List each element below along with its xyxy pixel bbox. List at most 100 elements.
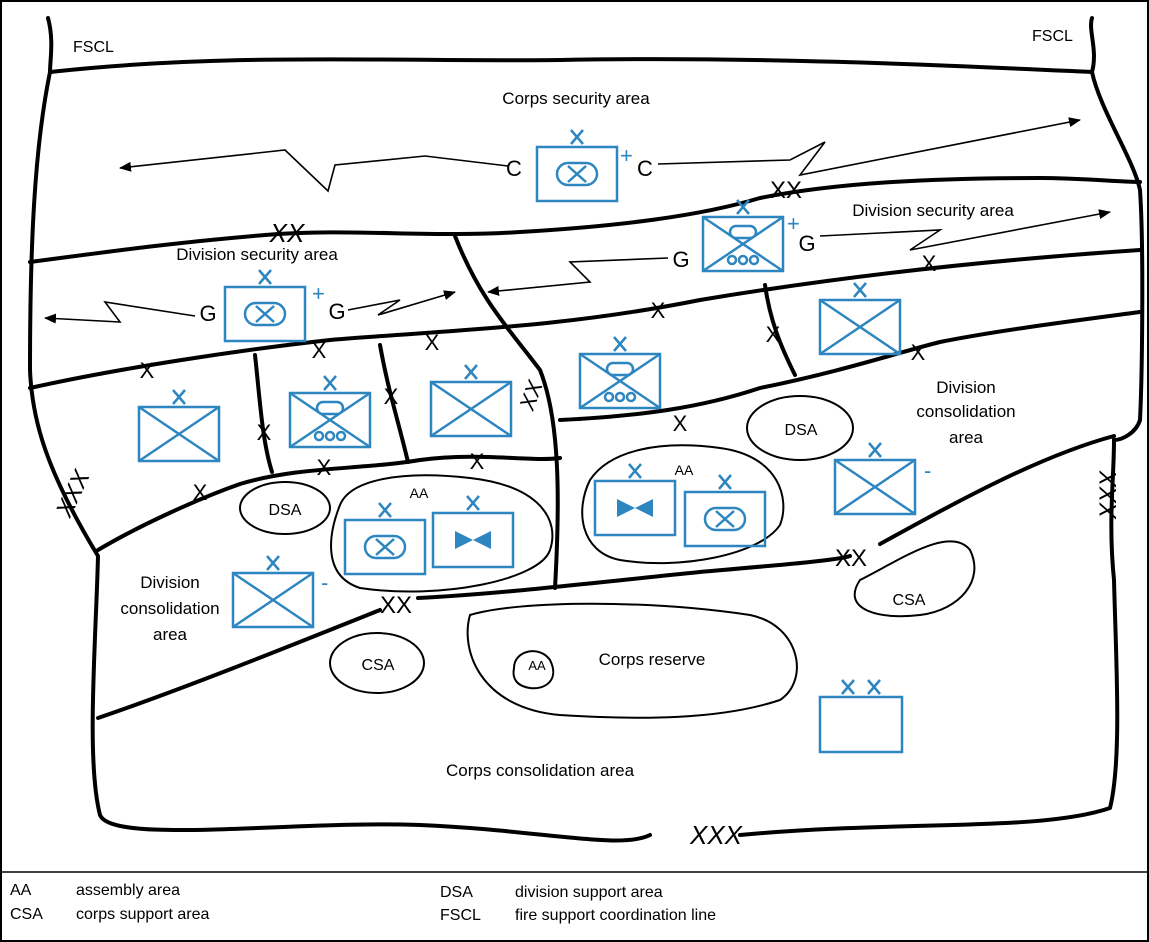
division-fwd-boundary [28,176,1142,264]
infantry-brigade-symbol-w [137,388,221,463]
legend-abbr-csa: CSA [10,906,43,923]
echelon-brigade-5: X [922,251,937,276]
aa-area-right [581,444,785,565]
echelon-brigade-10: X [766,322,781,347]
division-consolidation-left-line3: area [153,625,188,644]
minus-marker-east: - [924,458,931,483]
arrow-division-right-back [487,257,669,296]
g-letter-right-b: G [798,231,815,256]
fscl-line [46,16,1096,74]
mech-brigade-symbol-w [288,374,372,449]
aa-label-small: AA [528,658,546,673]
corps-security-area-label: Corps security area [502,89,650,108]
arrow-division-left-fwd [347,290,456,316]
dsa-label-right: DSA [785,422,818,439]
aa-area-small [512,650,555,690]
arrow-division-left-back [44,300,196,324]
legend-text-fscl: fire support coordination line [515,907,717,924]
arrow-corps-right [657,117,1081,177]
division-consolidation-right-line3: area [949,428,984,447]
echelon-brigade-1: X [140,358,155,383]
boundary-lines [28,16,1145,843]
csa-area-left [329,632,425,694]
echelon-corps-rear: XXX [689,820,744,850]
corps-reserve-area [466,602,798,719]
echelon-brigade-4: X [651,298,666,323]
echelon-division-rear-left: XX [380,592,412,619]
plus-marker-division-left: + [312,281,325,306]
infantry-brigade-symbol-c [429,363,513,438]
arrow-division-right [819,209,1111,251]
brigade-lateral-right [763,283,797,377]
echelon-brigade-12: X [470,449,485,474]
division-consolidation-right-line2: consolidation [916,402,1015,421]
division-hq-symbol [818,679,904,754]
minus-marker-west: - [321,570,328,595]
brigade-rear-boundary-left [96,454,562,552]
legend-text-dsa: division support area [515,884,663,901]
csa-area-right [853,540,976,618]
echelon-corps-right: XXX [1095,470,1122,520]
g-letter-left-b: G [328,299,345,324]
division-rear-boundary [416,554,852,600]
division-rear-boundary-right [878,434,1116,546]
echelon-brigade-3: X [425,330,440,355]
brigade-lateral-mid [378,343,410,464]
echelon-division-fwd-right: XX [770,177,802,204]
unit-symbols [137,128,917,754]
echelon-corps-left: XXX [50,465,96,522]
aa-label-right: AA [675,462,694,478]
c-letter-left: C [506,156,522,181]
legend-text-aa: assembly area [76,882,181,899]
infantry-brigade-symbol-e-reduced [833,441,917,516]
echelon-brigade-9: X [384,384,399,409]
infantry-brigade-symbol-ne [818,281,902,356]
brigade-fwd-boundary [28,248,1142,390]
legend-abbr-dsa: DSA [440,884,473,901]
corps-armor-brigade-symbol [535,128,619,203]
legend-text-csa: corps support area [76,906,210,923]
echelon-brigade-11: X [317,455,332,480]
aa-area-left [330,474,554,593]
armor-brigade-symbol-aa-left [343,501,427,576]
brigade-rear-boundary-right [558,310,1142,422]
legend-abbr-aa: AA [10,882,32,899]
legend-abbr-fscl: FSCL [440,907,481,924]
division-security-area-left-label: Division security area [176,245,338,264]
modifier-markers: + + + - - [312,143,931,595]
armor-brigade-symbol-aa-right [683,473,767,548]
echelon-brigade-13: X [193,480,208,505]
corps-reserve-label: Corps reserve [599,650,706,669]
corps-consolidation-area-label: Corps consolidation area [446,761,635,780]
g-letter-left-a: G [199,301,216,326]
plus-marker-division-right: + [787,211,800,236]
echelon-brigade-7: X [673,411,688,436]
brigade-lateral-left [253,353,274,474]
arrows [44,117,1111,324]
corps-right-boundary [1090,70,1145,442]
mech-brigade-symbol-center [578,335,662,410]
areas [239,395,976,719]
division-consolidation-left-line2: consolidation [120,599,219,618]
fscl-label-left: FSCL [73,39,114,56]
division-rear-left-boundary [96,608,382,720]
division-armor-brigade-symbol-left [223,268,307,343]
echelon-brigade-2: X [312,338,327,363]
division-consolidation-left-line1: Division [140,573,200,592]
g-letter-right-a: G [672,247,689,272]
dsa-label-left: DSA [269,502,302,519]
dsa-area-left [239,481,331,535]
infantry-brigade-symbol-sw-reduced [231,554,315,629]
map-labels: FSCL FSCL Corps security area Division s… [73,28,1073,780]
echelon-brigade-6: X [911,340,926,365]
csa-label-left: CSA [362,657,395,674]
division-security-area-right-label: Division security area [852,201,1014,220]
echelon-brigade-8: X [257,420,272,445]
c-letter-right: C [637,156,653,181]
arrow-corps-left [119,149,509,193]
plus-marker-corps: + [620,143,633,168]
echelon-division-rear-right: XX [835,545,867,572]
